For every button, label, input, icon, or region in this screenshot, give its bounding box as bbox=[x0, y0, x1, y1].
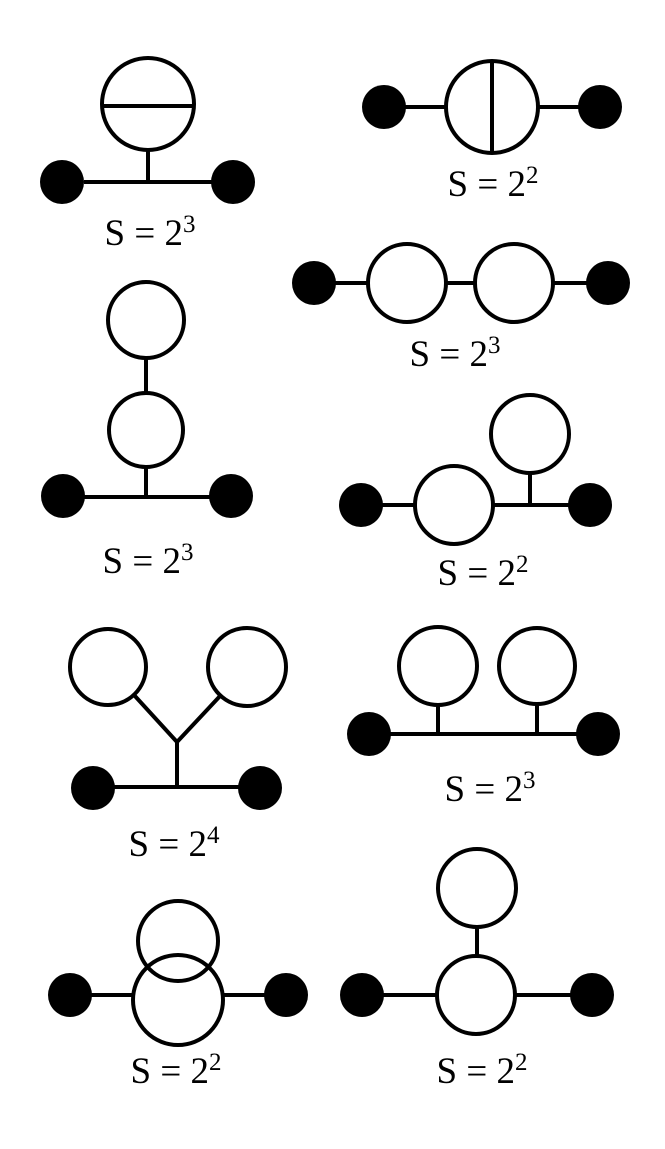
loop-circle bbox=[413, 464, 495, 546]
source-dot bbox=[576, 712, 620, 756]
loop-circle bbox=[473, 242, 555, 324]
symmetry-factor-label: S = 23 bbox=[105, 211, 196, 254]
loop-circle bbox=[206, 626, 288, 708]
loop-circle bbox=[436, 847, 518, 929]
diagram-vertical-chord-loop-inline: S = 22 bbox=[362, 59, 622, 205]
source-dot bbox=[586, 261, 630, 305]
diagram-stacked-loops-on-tee: S = 23 bbox=[41, 280, 253, 582]
source-dot bbox=[209, 474, 253, 518]
source-dot bbox=[48, 973, 92, 1017]
symmetry-factor-label: S = 22 bbox=[438, 551, 529, 594]
symmetry-factor-label: S = 23 bbox=[445, 767, 536, 810]
symmetry-factor-label: S = 23 bbox=[103, 539, 194, 582]
loop-circle bbox=[435, 954, 517, 1036]
symmetry-factor-label: S = 24 bbox=[129, 822, 220, 865]
source-dot bbox=[340, 973, 384, 1017]
source-dot bbox=[570, 973, 614, 1017]
diagram-overlapping-loops-inline: S = 22 bbox=[48, 899, 308, 1092]
source-dot bbox=[568, 483, 612, 527]
source-dot bbox=[578, 85, 622, 129]
source-dot bbox=[339, 483, 383, 527]
diagram-double-tadpole-vee-on-tee: S = 24 bbox=[68, 626, 288, 865]
symmetry-factor-label: S = 23 bbox=[410, 332, 501, 375]
loop-circle bbox=[107, 391, 185, 469]
loop-circle bbox=[366, 242, 448, 324]
loop-circle bbox=[136, 899, 220, 983]
loop-circle bbox=[106, 280, 186, 360]
symmetry-factor-label: S = 22 bbox=[448, 162, 539, 205]
source-dot bbox=[347, 712, 391, 756]
vee-left-line bbox=[132, 693, 179, 744]
loop-circle bbox=[68, 627, 148, 707]
diagram-chord-loop-on-tee: S = 23 bbox=[40, 56, 255, 254]
source-dot bbox=[211, 160, 255, 204]
loop-circle bbox=[489, 393, 571, 475]
source-dot bbox=[71, 766, 115, 810]
source-dot bbox=[292, 261, 336, 305]
loop-circle bbox=[397, 625, 479, 707]
loop-circle bbox=[497, 626, 577, 706]
diagram-tadpole-atop-inline-loop: S = 22 bbox=[340, 847, 614, 1092]
source-dot bbox=[41, 474, 85, 518]
symmetry-factor-label: S = 22 bbox=[437, 1049, 528, 1092]
symmetry-factor-label: S = 22 bbox=[131, 1049, 222, 1092]
source-dot bbox=[264, 973, 308, 1017]
source-dot bbox=[362, 85, 406, 129]
diagram-two-tadpoles-on-line: S = 23 bbox=[347, 625, 620, 810]
vee-right-line bbox=[175, 693, 223, 744]
source-dot bbox=[238, 766, 282, 810]
diagram-two-loop-chain-inline: S = 23 bbox=[292, 242, 630, 375]
source-dot bbox=[40, 160, 84, 204]
diagram-inline-loop-with-side-tadpole: S = 22 bbox=[339, 393, 612, 594]
loop-circle bbox=[131, 953, 225, 1047]
